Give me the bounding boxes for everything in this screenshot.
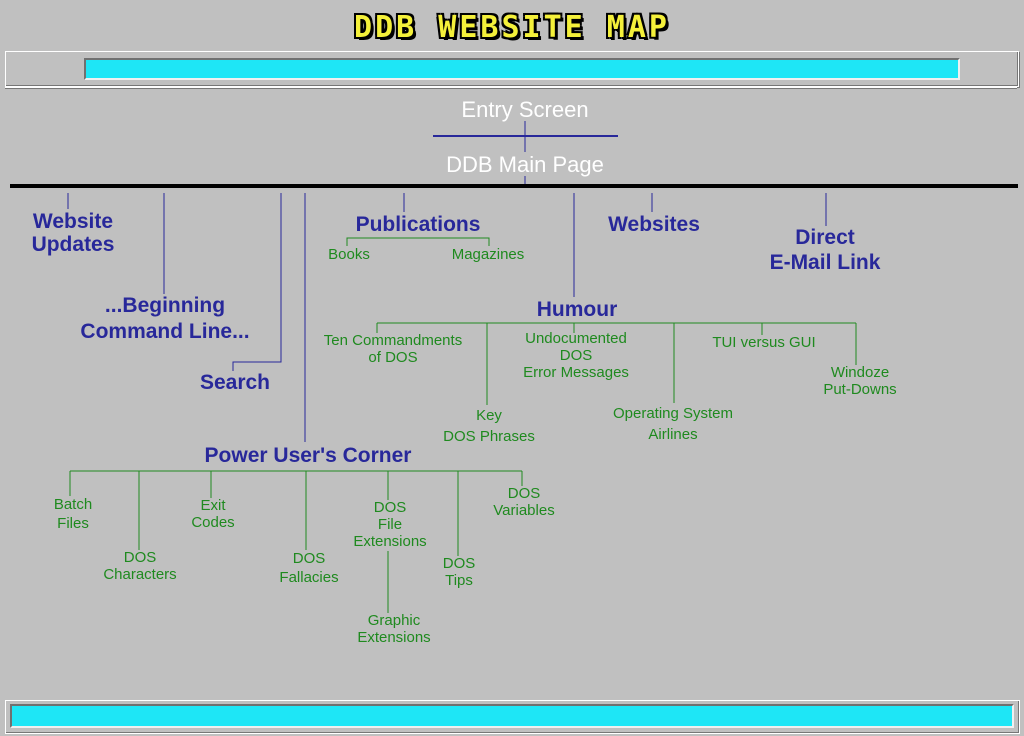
section-websites[interactable]: Websites [608, 213, 700, 236]
humour-tui-vs-gui-link[interactable]: TUI versus GUI [712, 334, 816, 351]
leaf-label: of DOS [368, 349, 418, 366]
leaf-label: Exit [200, 497, 226, 514]
leaf-label: DOS [507, 485, 541, 502]
humour-os-airlines-link[interactable]: Operating System Airlines [600, 403, 746, 445]
power-dos-tips-link[interactable]: DOS Tips [430, 555, 488, 589]
leaf-label: DOS [292, 550, 326, 567]
leaf-label: DOS [373, 499, 407, 516]
power-exit-codes-link[interactable]: Exit Codes [182, 497, 244, 531]
section-label: E-Mail Link [769, 251, 881, 274]
section-beginning-command-line[interactable]: ...Beginning Command Line... [60, 293, 270, 345]
power-dos-fallacies-link[interactable]: DOS Fallacies [270, 549, 348, 587]
section-label: Command Line... [80, 320, 250, 343]
section-label: Direct [795, 226, 855, 249]
section-website-updates[interactable]: Website Updates [8, 210, 138, 256]
leaf-label: Operating System [612, 405, 734, 422]
footer-frame [5, 700, 1020, 734]
leaf-label: DOS Phrases [443, 428, 535, 445]
leaf-label: Codes [191, 514, 235, 531]
publications-magazines-link[interactable]: Magazines [451, 246, 525, 263]
section-label: Website [32, 210, 114, 233]
leaf-label: Undocumented [525, 330, 627, 347]
power-dos-characters-link[interactable]: DOS Characters [94, 549, 186, 583]
leaf-label: Airlines [648, 426, 698, 443]
leaf-label: Put-Downs [823, 381, 897, 398]
leaf-label: Key [476, 407, 502, 424]
leaf-label: Tips [445, 572, 473, 589]
leaf-label: Fallacies [279, 569, 339, 586]
main-divider [10, 184, 1018, 188]
leaf-label: File [377, 516, 403, 533]
leaf-label: Batch [53, 496, 93, 513]
leaf-label: Variables [493, 502, 555, 519]
leaf-label: Files [57, 515, 89, 532]
section-power-users-corner[interactable]: Power User's Corner [204, 444, 412, 467]
leaf-label: DOS [123, 549, 157, 566]
section-label: Updates [31, 233, 115, 256]
leaf-label: Extensions [353, 533, 427, 550]
humour-windoze-link[interactable]: Windoze Put-Downs [812, 364, 908, 398]
leaf-label: Characters [103, 566, 177, 583]
power-dos-variables-link[interactable]: DOS Variables [484, 485, 564, 519]
bottom-cyan-bar [10, 704, 1014, 728]
leaf-label: Extensions [357, 629, 431, 646]
publications-books-link[interactable]: Books [328, 246, 370, 263]
leaf-label: Windoze [830, 364, 890, 381]
power-dos-file-extensions-link[interactable]: DOS File Extensions [342, 499, 438, 550]
section-publications[interactable]: Publications [355, 213, 481, 236]
leaf-label: DOS [442, 555, 476, 572]
section-direct-email[interactable]: Direct E-Mail Link [750, 225, 900, 275]
humour-undocumented-errors-link[interactable]: Undocumented DOS Error Messages [510, 330, 642, 381]
section-label: ...Beginning [104, 294, 226, 317]
humour-ten-commandments-link[interactable]: Ten Commandments of DOS [308, 332, 478, 366]
leaf-label: Ten Commandments [323, 332, 463, 349]
top-cyan-bar [84, 58, 960, 80]
page-title: DDB WEBSITE MAP [354, 10, 670, 45]
power-batch-files-link[interactable]: Batch Files [40, 495, 106, 533]
section-search[interactable]: Search [199, 371, 271, 394]
main-page-link[interactable]: DDB Main Page [446, 152, 604, 177]
leaf-label: Error Messages [523, 364, 629, 381]
entry-screen-link[interactable]: Entry Screen [461, 97, 589, 122]
header-divider [5, 86, 1017, 88]
leaf-label: DOS [559, 347, 593, 364]
leaf-label: Graphic [367, 612, 421, 629]
section-humour[interactable]: Humour [536, 298, 618, 321]
humour-key-dos-phrases-link[interactable]: Key DOS Phrases [430, 405, 548, 447]
power-graphic-extensions-link[interactable]: Graphic Extensions [346, 612, 442, 646]
